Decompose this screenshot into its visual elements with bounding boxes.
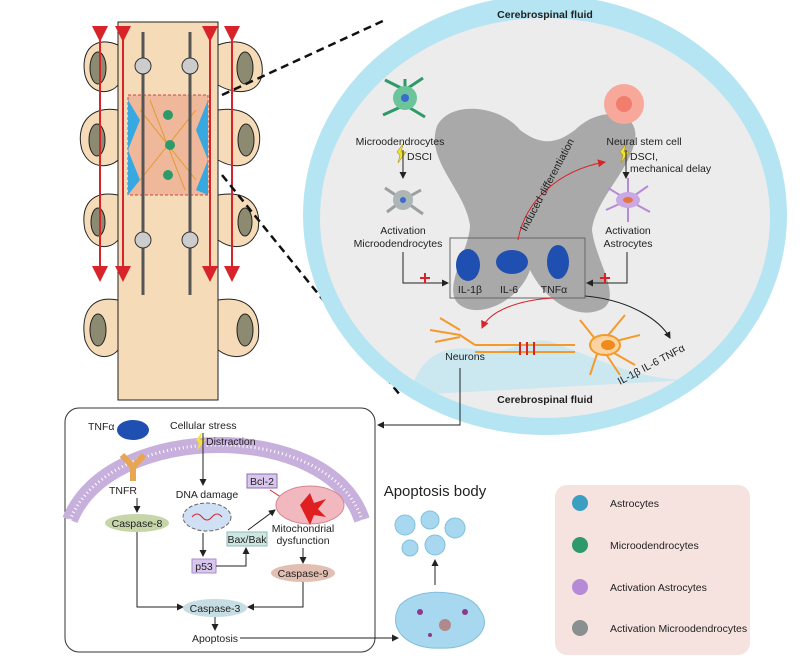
spinal-cord-section [303,0,787,435]
caspase8-label: Caspase-8 [112,518,163,530]
mechanical-delay-label: mechanical delay [630,163,712,175]
p53-label: p53 [195,561,213,573]
legend-microodendrocytes: Microodendrocytes [610,540,699,552]
cytokine-box [449,237,586,299]
microodendrocyte-cell [382,76,426,119]
lightning-icon [196,432,205,451]
bcl2-label: Bcl-2 [250,476,274,488]
legend-activation-microodendrocytes: Activation Microodendrocytes [610,623,747,635]
cytokine-il1b: IL-1β [458,284,482,296]
differentiation-arrow [517,159,606,241]
apoptosis-body-title: Apoptosis body [384,483,487,500]
legend-box [555,485,750,655]
cytokine-il6: IL-6 [500,284,518,296]
pedicle-screws [134,57,199,249]
distraction-label: Distraction [206,436,256,448]
connector-arrows [402,252,671,339]
neurons-label: Neurons [445,351,485,363]
activated-astrocyte-cell [605,178,651,222]
lightning-icons [396,143,630,164]
csf-label-top: Cerebrospinal fluid [497,9,593,21]
caspase3-label: Caspase-3 [190,603,241,615]
neuron-cells [429,314,641,376]
activation-astro-label-2: Astrocytes [603,238,652,250]
activation-micro-label-1: Activation [380,225,426,237]
legend-activation-astrocytes: Activation Astrocytes [610,582,707,594]
microodendrocyte-icon [572,537,588,553]
legend-icons [572,495,588,636]
legend-astrocytes: Astrocytes [610,498,659,510]
mito-label-2: dysfunction [276,535,329,547]
tnfr-receptor [119,452,147,481]
cytokine-tnfa: TNFα [541,284,567,296]
dsci-right-label: DSCI, [630,151,658,163]
astrocyte-icon [572,495,588,511]
apoptosis-pathway-panel [64,407,376,653]
activation-micro-label-2: Microodendrocytes [354,238,443,250]
csf-label-bottom: Cerebrospinal fluid [497,394,593,406]
cellular-stress-label: Cellular stress [170,420,237,432]
neural-stem-cell-label: Neural stem cell [606,136,681,148]
dna-damage-label: DNA damage [176,489,239,501]
caspase8-node [105,514,169,532]
tnfa-protein [117,420,149,440]
plus-signs [420,273,610,283]
apoptotic-bodies [394,510,485,649]
caspase3-node [183,599,247,617]
apoptosis-label: Apoptosis [192,633,238,645]
bax-bak-label: Bax/Bak [227,534,267,546]
nucleus-dna [182,502,232,532]
neural-stem-cell [604,84,644,124]
mito-label-1: Mitochondrial [272,523,334,535]
caspase9-label: Caspase-9 [278,568,329,580]
caspase9-node [271,564,335,582]
fixation-rods [141,32,192,295]
bcl2-node [246,473,278,489]
activation-astro-label-1: Activation [605,225,651,237]
spine-illustration [79,21,263,401]
cytokine-proteins [456,245,569,281]
activated-microodendrocyte-cell [384,186,424,216]
tnfa-label: TNFα [88,421,114,433]
bax-bak-node [226,531,268,547]
activated-astrocyte-icon [572,579,588,595]
dsci-left-label: DSCI [407,151,432,163]
microodendrocytes-label: Microodendrocytes [356,136,445,148]
distraction-arrows [92,26,240,282]
activated-microodendrocyte-icon [572,620,588,636]
tnfr-label: TNFR [109,485,137,497]
